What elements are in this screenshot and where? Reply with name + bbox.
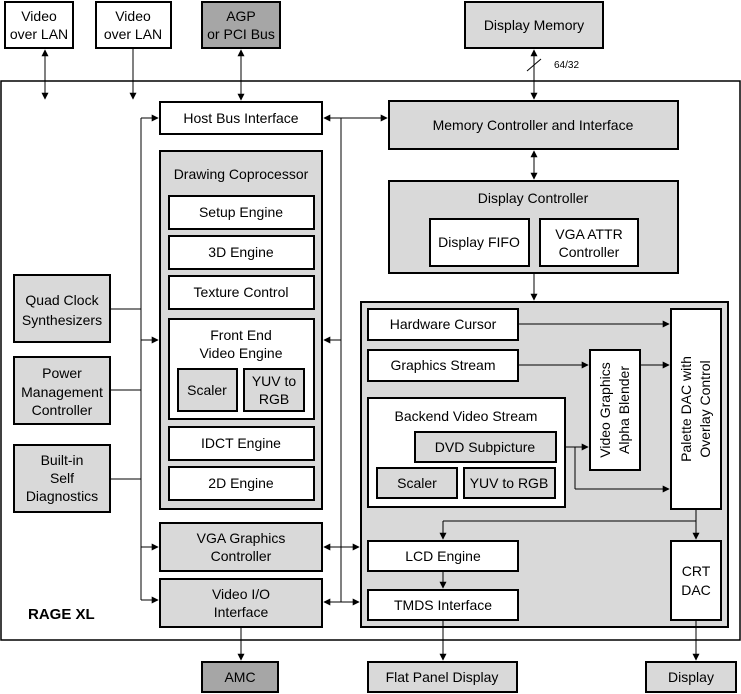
2d-engine-block: 2D Engine <box>168 466 315 501</box>
flat-panel-display-block: Flat Panel Display <box>367 661 518 693</box>
svg-text:3D Engine: 3D Engine <box>208 244 274 260</box>
svg-text:YUV to RGB: YUV to RGB <box>470 475 549 491</box>
svg-text:DAC: DAC <box>681 582 711 598</box>
display-fifo-block: Display FIFO <box>429 218 530 267</box>
svg-text:IDCT Engine: IDCT Engine <box>201 435 281 451</box>
vga-graphics-controller-block: VGA Graphics Controller <box>159 522 323 572</box>
svg-text:Host Bus Interface: Host Bus Interface <box>183 110 298 126</box>
svg-text:TMDS Interface: TMDS Interface <box>394 597 492 613</box>
svg-text:Video: Video <box>115 8 151 24</box>
svg-text:VGA Graphics: VGA Graphics <box>197 530 286 546</box>
svg-text:DVD Subpicture: DVD Subpicture <box>435 439 536 455</box>
svg-text:CRT: CRT <box>682 563 711 579</box>
setup-engine-block: Setup Engine <box>168 195 315 230</box>
quad-clock-synthesizers-block: Quad Clock Synthesizers <box>13 274 111 343</box>
svg-text:Synthesizers: Synthesizers <box>22 312 102 328</box>
3d-engine-block: 3D Engine <box>168 235 315 270</box>
svg-text:Built-in: Built-in <box>41 452 84 468</box>
svg-text:Display FIFO: Display FIFO <box>438 234 520 250</box>
power-management-controller-block: Power Management Controller <box>13 356 111 425</box>
svg-text:Display Controller: Display Controller <box>478 190 589 206</box>
video-over-lan-1-block: Video over LAN <box>4 1 74 49</box>
svg-text:AGP: AGP <box>226 8 256 24</box>
yuv-to-rgb-be-block: YUV to RGB <box>463 467 556 499</box>
crt-dac-block: CRT DAC <box>670 540 722 621</box>
dvd-subpicture-block: DVD Subpicture <box>414 431 557 463</box>
tmds-interface-block: TMDS Interface <box>367 589 519 621</box>
svg-text:Video I/O: Video I/O <box>212 586 270 602</box>
built-in-self-diagnostics-block: Built-in Self Diagnostics <box>13 444 111 513</box>
svg-text:Memory Controller and Interfac: Memory Controller and Interface <box>433 117 634 133</box>
amc-block: AMC <box>201 661 279 693</box>
bus-width-label: 64/32 <box>554 60 579 71</box>
hardware-cursor-block: Hardware Cursor <box>367 308 519 341</box>
svg-text:Overlay Control: Overlay Control <box>697 360 713 457</box>
lcd-engine-block: LCD Engine <box>367 540 519 572</box>
svg-text:Graphics Stream: Graphics Stream <box>390 357 495 373</box>
video-over-lan-2-block: Video over LAN <box>95 1 172 49</box>
vga-attr-controller-block: VGA ATTR Controller <box>539 218 639 267</box>
svg-text:Self: Self <box>50 470 74 486</box>
svg-text:AMC: AMC <box>224 669 255 685</box>
yuv-to-rgb-fe-block: YUV to RGB <box>243 368 305 412</box>
alpha-blender-block: Video Graphics Alpha Blender <box>589 349 641 471</box>
video-io-interface-block: Video I/O Interface <box>159 578 323 628</box>
idct-engine-block: IDCT Engine <box>168 426 315 461</box>
svg-text:Flat Panel Display: Flat Panel Display <box>386 669 499 685</box>
connections: 64/32 <box>41 48 700 661</box>
svg-text:Diagnostics: Diagnostics <box>26 488 98 504</box>
svg-text:Controller: Controller <box>559 244 620 260</box>
agp-pci-bus-block: AGP or PCI Bus <box>201 1 281 49</box>
svg-text:Front End: Front End <box>210 327 271 343</box>
svg-text:Palette DAC with: Palette DAC with <box>678 356 694 462</box>
svg-text:over LAN: over LAN <box>10 26 68 42</box>
graphics-stream-block: Graphics Stream <box>367 349 519 382</box>
scaler-be-block: Scaler <box>376 467 458 499</box>
svg-text:or PCI Bus: or PCI Bus <box>207 26 275 42</box>
svg-text:Quad Clock: Quad Clock <box>25 292 99 308</box>
svg-text:Alpha Blender: Alpha Blender <box>616 366 632 454</box>
svg-text:Video Engine: Video Engine <box>199 345 282 361</box>
svg-text:Drawing Coprocessor: Drawing Coprocessor <box>174 166 309 182</box>
svg-text:Setup Engine: Setup Engine <box>199 204 283 220</box>
display-block: Display <box>645 661 737 693</box>
chip-label: RAGE XL <box>28 606 95 623</box>
svg-text:over LAN: over LAN <box>104 26 162 42</box>
svg-text:Display Memory: Display Memory <box>484 17 584 33</box>
svg-text:Video Graphics: Video Graphics <box>597 362 613 457</box>
palette-dac-block: Palette DAC with Overlay Control <box>670 308 722 510</box>
svg-text:2D Engine: 2D Engine <box>208 475 274 491</box>
svg-text:Interface: Interface <box>214 604 269 620</box>
svg-text:Scaler: Scaler <box>187 382 227 398</box>
svg-text:Hardware Cursor: Hardware Cursor <box>390 316 497 332</box>
svg-text:LCD Engine: LCD Engine <box>405 548 481 564</box>
svg-text:VGA ATTR: VGA ATTR <box>555 226 622 242</box>
host-bus-interface-block: Host Bus Interface <box>159 101 323 135</box>
svg-text:YUV to: YUV to <box>252 373 297 389</box>
memory-controller-block: Memory Controller and Interface <box>388 100 679 150</box>
svg-text:Display: Display <box>668 669 714 685</box>
svg-text:RGB: RGB <box>259 391 289 407</box>
scaler-fe-block: Scaler <box>177 368 238 412</box>
svg-text:Video: Video <box>21 8 57 24</box>
svg-text:Texture Control: Texture Control <box>194 284 289 300</box>
svg-text:Power: Power <box>42 365 82 381</box>
svg-text:Management: Management <box>21 384 103 400</box>
texture-control-block: Texture Control <box>168 275 315 310</box>
svg-text:Controller: Controller <box>32 402 93 418</box>
svg-text:Controller: Controller <box>211 548 272 564</box>
display-memory-block: Display Memory <box>464 1 604 49</box>
svg-text:Scaler: Scaler <box>397 475 437 491</box>
svg-text:Backend Video Stream: Backend Video Stream <box>395 408 538 424</box>
